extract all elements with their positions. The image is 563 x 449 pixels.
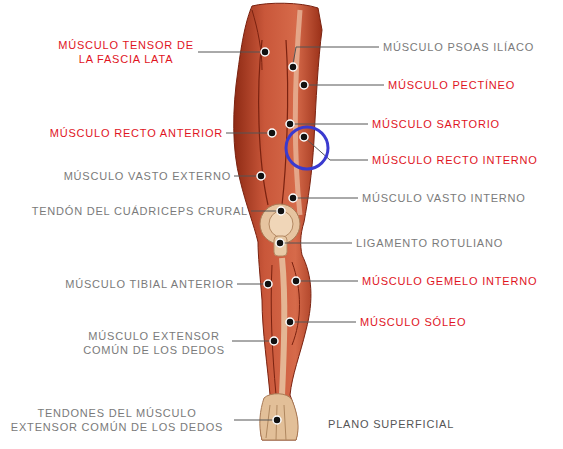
muscle-label: MÚSCULO SARTORIO [372, 117, 500, 131]
muscle-label: TENDONES DEL MÚSCULO EXTENSOR COMÚN DE L… [3, 406, 231, 434]
muscle-label: MÚSCULO EXTENSOR COMÚN DE LOS DEDOS [79, 329, 229, 357]
muscle-label: MÚSCULO PSOAS ILÍACO [383, 40, 534, 54]
muscle-label: MÚSCULO VASTO INTERNO [362, 191, 526, 205]
muscle-label: MÚSCULO RECTO INTERNO [372, 153, 538, 167]
muscle-label: MÚSCULO GEMELO INTERNO [362, 274, 537, 288]
muscle-label: MÚSCULO TIBIAL ANTERIOR [65, 277, 234, 291]
muscle-label: MÚSCULO RECTO ANTERIOR [50, 126, 223, 140]
muscle-label: TENDÓN DEL CUÁDRICEPS CRURAL [32, 204, 248, 218]
muscle-label: MÚSCULO SÓLEO [360, 315, 466, 329]
muscle-label: LIGAMENTO ROTULIANO [356, 236, 503, 250]
muscle-label: MÚSCULO TENSOR DE LA FASCIA LATA [56, 38, 196, 66]
muscle-label: MÚSCULO VASTO EXTERNO [64, 169, 231, 183]
muscle-label: MÚSCULO PECTÍNEO [388, 78, 515, 92]
muscle-label: PLANO SUPERFICIAL [328, 417, 454, 431]
